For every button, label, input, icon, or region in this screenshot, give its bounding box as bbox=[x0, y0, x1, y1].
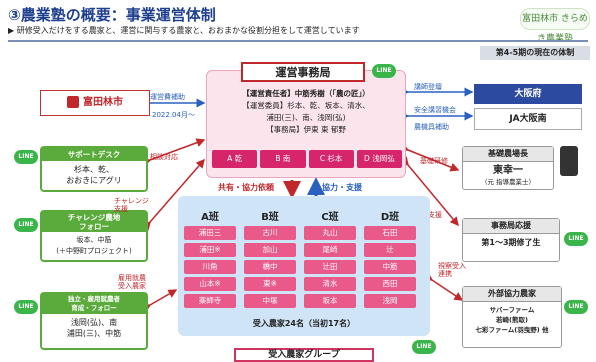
challenge-farm-card: チャレンジ農地 フォロー 坂本、中筋 (＋中野町プロジェクト) bbox=[40, 210, 148, 262]
group-c: C班 丸山 尾崎 辻田 清水 坂本 bbox=[304, 208, 356, 308]
member-cell: 清水 bbox=[304, 277, 356, 291]
lecturer-link: 講師登壇 bbox=[414, 83, 442, 91]
card-header: サポートデスク bbox=[42, 148, 146, 161]
member-cell: 尾崎 bbox=[304, 243, 356, 257]
line-badge: LINE bbox=[564, 300, 588, 314]
equipment-link: 農機具補助 bbox=[414, 123, 449, 131]
member-cell: 浅岡 bbox=[364, 294, 416, 308]
group-heading: D班 bbox=[380, 212, 400, 223]
office-tab-a: A 乾 bbox=[212, 150, 258, 168]
member-cell: 山本※ bbox=[184, 277, 236, 291]
member-cell: 中筋 bbox=[364, 260, 416, 274]
tomita-city-box: 富田林市 bbox=[40, 90, 150, 116]
line-badge: LINE bbox=[14, 218, 38, 232]
member-cell: 浦田三 bbox=[184, 226, 236, 240]
card-body: 浅岡(弘)、南 浦田(三)、中筋 bbox=[66, 318, 122, 338]
member-cell: 古川 bbox=[244, 226, 296, 240]
smartphone-icon bbox=[560, 146, 578, 176]
era-label: 第4-5期の現在の体制 bbox=[480, 46, 590, 60]
office-tab-b: B 南 bbox=[260, 150, 306, 168]
host-farm-count: 受入農家24名（当初17名） bbox=[252, 319, 356, 328]
support-desk-card: サポートデスク 杉本、乾、 おおきにアグリ bbox=[40, 146, 148, 192]
card-body: 東幸一 bbox=[493, 165, 523, 176]
line-badge: LINE bbox=[564, 232, 588, 246]
group-d: D班 石田 辻 中筋 西田 浅岡 bbox=[364, 208, 416, 308]
employment-link: 雇用就農 受入農家 bbox=[118, 274, 146, 290]
card-sub: （元 指導農業士） bbox=[480, 178, 536, 186]
funding-label: 運営費補助 bbox=[150, 93, 185, 101]
ja-box: JA大阪南 bbox=[474, 108, 582, 130]
page-title: ③農業塾の概要：事業運営体制 bbox=[8, 6, 216, 24]
member-cell: 東※ bbox=[244, 277, 296, 291]
basic-training-link: 基礎研修 bbox=[420, 157, 448, 165]
host-farm-group-tab: 受入農家グループ bbox=[234, 348, 374, 362]
office-line: 浦田(三)、南、浅岡(弘) bbox=[266, 113, 346, 122]
card-header: 基礎農場長 bbox=[463, 147, 553, 162]
member-cell: 辻 bbox=[364, 243, 416, 257]
member-cell: 川角 bbox=[184, 260, 236, 274]
independent-farmer-card: 独立・雇用就農者 育成・フォロー 浅岡(弘)、南 浦田(三)、中筋 bbox=[40, 292, 148, 350]
member-cell: 浦田※ bbox=[184, 243, 236, 257]
card-body: サバーファーム 若崎(熊取) 七彩ファーム(羽曳野) 他 bbox=[475, 306, 549, 334]
member-cell: 中塚 bbox=[244, 294, 296, 308]
field-support-link: 視察受入 連携 bbox=[438, 262, 466, 278]
safety-link: 安全講習機会 bbox=[414, 106, 456, 114]
member-cell: 加山 bbox=[244, 243, 296, 257]
office-heading: 運営事務局 bbox=[241, 62, 365, 82]
member-cell: 辻田 bbox=[304, 260, 356, 274]
support-label: 協力・支援 bbox=[322, 183, 362, 192]
office-tab-d: D 浅岡弘 bbox=[356, 150, 402, 168]
funding-since-label: 2022.04月～ bbox=[152, 111, 195, 119]
member-cell: 西田 bbox=[364, 277, 416, 291]
line-badge: LINE bbox=[372, 64, 396, 78]
office-helper-card: 事務局応援 第1～3期修了生 bbox=[462, 218, 560, 262]
office-line: 【運営責任者】中筋秀樹（「農の匠」） bbox=[242, 89, 370, 98]
card-header: 外部協力農家 bbox=[463, 287, 561, 302]
line-badge: LINE bbox=[14, 300, 38, 314]
external-farmer-card: 外部協力農家 サバーファーム 若崎(熊取) 七彩ファーム(羽曳野) 他 bbox=[462, 286, 562, 348]
page-subtitle: ▶ 研修受入だけをする農家と、運営に関与する農家と、おおまかな役割分担をして運営… bbox=[8, 26, 360, 35]
group-b: B班 古川 加山 橋中 東※ 中塚 bbox=[244, 208, 296, 308]
title-divider bbox=[8, 40, 588, 42]
member-cell: 坂本 bbox=[304, 294, 356, 308]
office-line: 【事務局】伊東 東 郁野 bbox=[266, 125, 346, 134]
card-body: 坂本、中筋 (＋中野町プロジェクト) bbox=[56, 236, 132, 255]
card-header: 独立・雇用就農者 育成・フォロー bbox=[42, 294, 146, 314]
logo: 富田林市 きらめき農業塾 bbox=[520, 8, 590, 44]
card-header: チャレンジ農地 フォロー bbox=[42, 212, 146, 232]
challenge-link: チャレンジ 支援 bbox=[114, 197, 149, 213]
office-members: 【運営責任者】中筋秀樹（「農の匠」） 【運営委員】杉本、乾、坂本、清水、 浦田(… bbox=[212, 88, 400, 136]
member-cell: 薬師寺 bbox=[184, 294, 236, 308]
line-badge: LINE bbox=[14, 150, 38, 164]
group-heading: C班 bbox=[321, 212, 339, 223]
consult-link: 相談対応 bbox=[150, 153, 178, 161]
card-body: 第1～3期修了生 bbox=[481, 238, 541, 247]
member-cell: 丸山 bbox=[304, 226, 356, 240]
card-header: 事務局応援 bbox=[463, 219, 559, 234]
share-request-label: 共有・協力依頼 bbox=[218, 183, 274, 192]
office-tab-c: C 杉本 bbox=[308, 150, 354, 168]
city-emblem-icon bbox=[67, 96, 79, 108]
basic-farm-card: 基礎農場長 東幸一 （元 指導農業士） bbox=[462, 146, 554, 190]
member-cell: 橋中 bbox=[244, 260, 296, 274]
group-heading: A班 bbox=[201, 212, 219, 223]
osaka-pref-box: 大阪府 bbox=[474, 84, 582, 104]
group-a: A班 浦田三 浦田※ 川角 山本※ 薬師寺 bbox=[184, 208, 236, 308]
line-badge: LINE bbox=[412, 340, 436, 354]
member-cell: 石田 bbox=[364, 226, 416, 240]
card-body: 杉本、乾、 おおきにアグリ bbox=[66, 165, 122, 185]
office-group-tabs: A 乾 B 南 C 杉本 D 浅岡弘 bbox=[212, 150, 402, 168]
office-line: 【運営委員】杉本、乾、坂本、清水、 bbox=[242, 101, 370, 110]
group-heading: B班 bbox=[261, 212, 279, 223]
